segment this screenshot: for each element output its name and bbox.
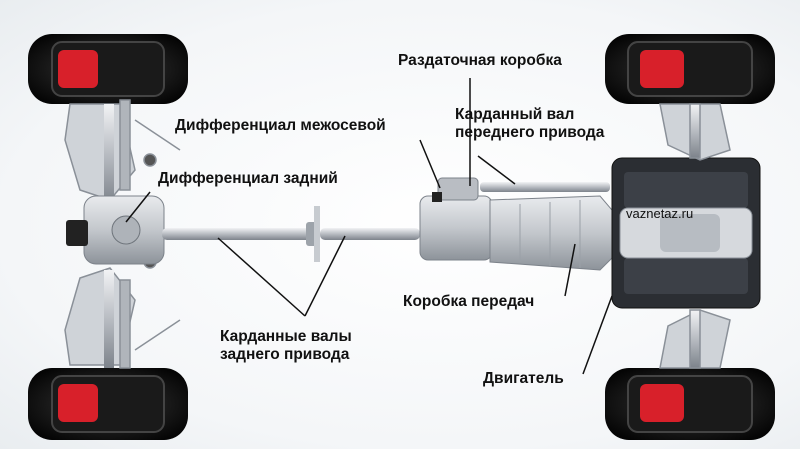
front-propeller-shaft xyxy=(480,182,610,192)
brake-caliper-icon xyxy=(58,384,98,422)
rear-suspension xyxy=(64,99,181,369)
engine xyxy=(611,157,761,309)
label-center-differential: Дифференциал межосевой xyxy=(175,117,386,134)
label-gearbox: Коробка передач xyxy=(403,293,535,310)
label-engine: Двигатель xyxy=(483,370,564,387)
front-suspension xyxy=(659,103,731,369)
rear-half-shaft-top xyxy=(104,104,114,204)
brake-caliper-icon xyxy=(58,50,98,88)
leader-lines xyxy=(125,78,613,375)
transfer-case xyxy=(419,177,493,261)
label-rear-differential: Дифференциал задний xyxy=(158,170,338,187)
label-rear-propeller-shafts: Карданные валы заднего привода xyxy=(220,328,352,364)
wheel-front-top xyxy=(605,34,775,104)
wheel-rear-top xyxy=(28,34,188,104)
wheel-front-bottom xyxy=(605,368,775,440)
brake-caliper-icon xyxy=(640,50,684,88)
label-transfer-case: Раздаточная коробка xyxy=(398,52,562,69)
gearbox xyxy=(489,195,613,271)
label-front-shaft-line2: переднего привода xyxy=(455,124,605,141)
label-front-shaft-line1: Карданный вал xyxy=(455,106,575,123)
label-rear-shafts-line1: Карданные валы xyxy=(220,328,352,345)
rear-half-shaft-bottom xyxy=(104,270,114,368)
wheel-rear-bottom xyxy=(28,368,188,440)
rear-propeller-shafts xyxy=(162,206,420,262)
rear-differential xyxy=(66,195,165,265)
watermark: vaznetaz.ru xyxy=(626,206,694,221)
label-front-shaft: Карданный вал переднего привода xyxy=(455,106,604,142)
label-rear-shafts-line2: заднего привода xyxy=(220,346,350,363)
brake-caliper-icon xyxy=(640,384,684,422)
